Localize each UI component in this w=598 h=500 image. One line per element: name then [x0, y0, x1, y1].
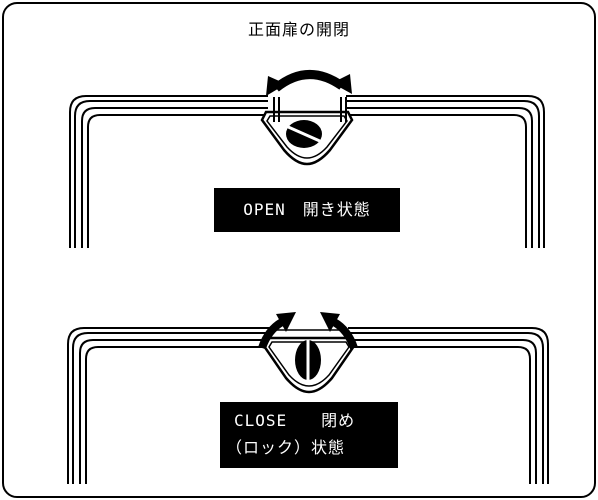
close-latch [262, 329, 356, 394]
open-state-label: OPEN 開き状態 [214, 188, 400, 232]
close-state-label-line2: （ロック）状態 [226, 438, 346, 457]
swing-arrow-icon [266, 70, 352, 96]
close-state-label-line1: CLOSE 閉め [234, 411, 356, 430]
diagram-title: 正面扉の開閉 [247, 20, 350, 39]
close-state-label: CLOSE 閉め （ロック）状態 [220, 402, 398, 468]
close-door-frame [67, 327, 549, 484]
lock-arrows-icon [258, 312, 358, 350]
open-door-frame [69, 95, 545, 248]
open-latch [260, 97, 354, 166]
